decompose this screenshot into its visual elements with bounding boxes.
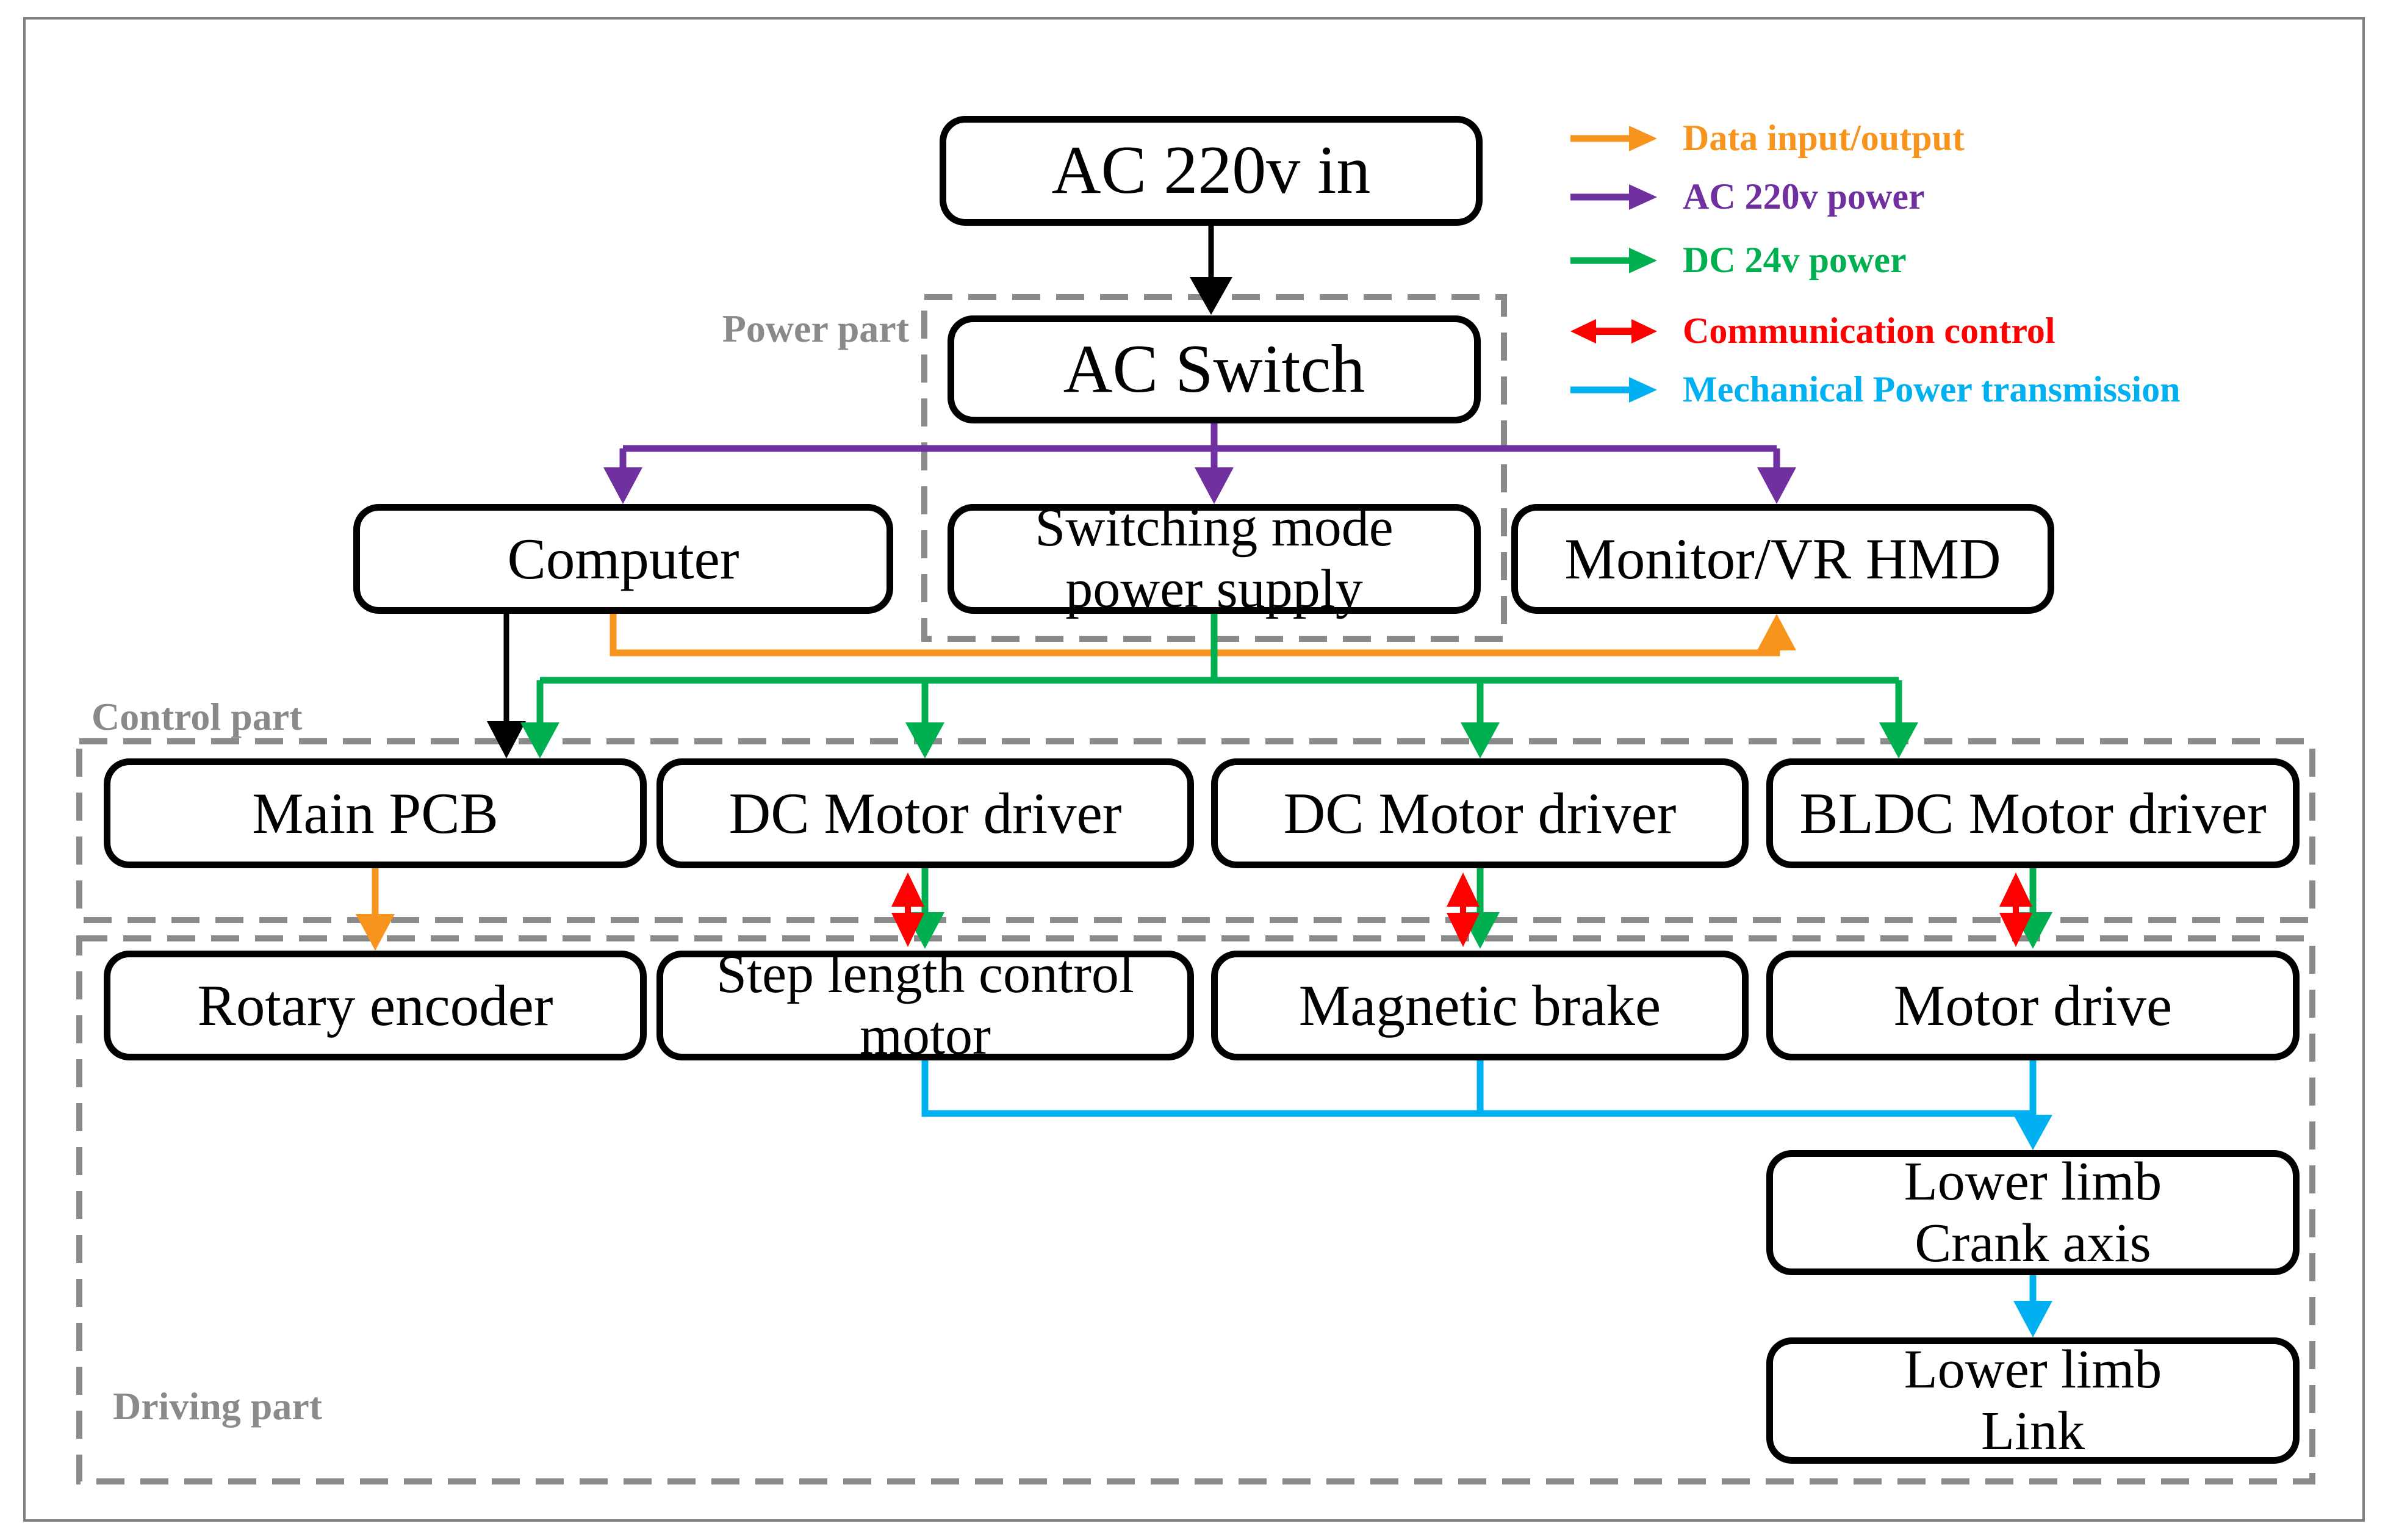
node-monitor-vr-hmd: Monitor/VR HMD	[1511, 504, 2054, 614]
node-switching-mode-power-supply: Switching mode power supply	[948, 497, 1481, 619]
orange-arrow-icon	[1570, 125, 1657, 151]
driving-part-dashed-box	[76, 935, 2315, 1484]
arrowhead-computer-to-monitor	[1757, 614, 1796, 650]
arrowhead-mainpcb-to-rotary	[356, 914, 395, 951]
arrowhead-crank-to-link	[2013, 1301, 2052, 1337]
node-dc-motor-driver-1: DC Motor driver	[656, 758, 1194, 868]
node-lower-limb-crank-axis: Lower limb Crank axis	[1766, 1150, 2300, 1275]
edge-smps-dc24-distribution	[536, 614, 1902, 724]
power-part-label: Power part	[722, 307, 909, 350]
purple-arrow-icon	[1570, 184, 1657, 210]
control-part-label: Control part	[92, 695, 303, 738]
legend-label-data-io: Data input/output	[1683, 118, 1965, 158]
arrowhead-dc24-to-dcdriver2	[1461, 722, 1500, 758]
node-lower-limb-link: Lower limb Link	[1766, 1337, 2300, 1464]
node-step-length-control-motor: Step length control motor	[656, 944, 1194, 1066]
node-motor-drive: Motor drive	[1766, 951, 2300, 1060]
edge-acswitch-power-distribution	[619, 423, 1780, 469]
outer-border	[23, 17, 2365, 1522]
arrowhead-mechanical-to-crank	[2013, 1115, 2052, 1150]
arrowhead-dc24-to-dcdriver1	[905, 722, 944, 758]
driving-part-label: Driving part	[113, 1384, 323, 1428]
legend-label-communication: Communication control	[1683, 311, 2055, 351]
legend-label-dc24: DC 24v power	[1683, 240, 1907, 280]
node-ac-switch: AC Switch	[948, 315, 1481, 423]
arrowhead-power-to-monitor	[1757, 467, 1796, 504]
legend-item-ac220: AC 220v power	[1568, 176, 1925, 218]
arrowhead-ac220-to-acswitch	[1190, 277, 1232, 315]
edge-computer-to-monitor	[610, 614, 1780, 657]
node-bldc-motor-driver: BLDC Motor driver	[1766, 758, 2300, 868]
legend-item-mechanical: Mechanical Power transmission	[1568, 369, 2180, 411]
node-main-pcb: Main PCB	[104, 758, 647, 868]
cyan-arrow-icon	[1570, 376, 1657, 403]
legend-item-data-io: Data input/output	[1568, 117, 1965, 159]
legend-item-dc24: DC 24v power	[1568, 239, 1907, 281]
node-rotary-encoder: Rotary encoder	[104, 951, 647, 1060]
arrowhead-comm-stepmotor-down	[891, 913, 924, 947]
arrowhead-comm-bldc-up	[1999, 873, 2032, 907]
edge-dc24-drivers-to-actuators	[921, 868, 2037, 913]
arrowhead-comm-motordrive-down	[1999, 913, 2032, 947]
green-arrow-icon	[1570, 247, 1657, 273]
control-part-dashed-box	[76, 738, 2315, 923]
arrowhead-comm-dcdriver2-up	[1447, 873, 1480, 907]
legend-label-mechanical: Mechanical Power transmission	[1683, 369, 2181, 409]
arrowhead-dc24-to-mainpcb	[520, 722, 559, 758]
edge-mechanical-to-crank	[921, 1060, 2037, 1117]
node-computer: Computer	[353, 504, 893, 614]
node-dc-motor-driver-2: DC Motor driver	[1211, 758, 1749, 868]
legend-label-ac220: AC 220v power	[1683, 176, 1925, 217]
red-double-arrow-icon	[1570, 318, 1657, 344]
arrowhead-computer-to-mainpcb	[487, 721, 526, 758]
node-ac-220v-in: AC 220v in	[940, 116, 1483, 226]
node-magnetic-brake: Magnetic brake	[1211, 951, 1749, 1060]
arrowhead-power-to-smps	[1195, 467, 1234, 504]
arrowhead-dc24-to-bldcdriver	[1879, 722, 1918, 758]
arrowhead-comm-dcdriver1-up	[891, 873, 924, 907]
arrowhead-comm-brake-down	[1447, 913, 1480, 947]
arrowhead-power-to-computer	[603, 467, 642, 504]
legend-item-communication: Communication control	[1568, 310, 2055, 352]
